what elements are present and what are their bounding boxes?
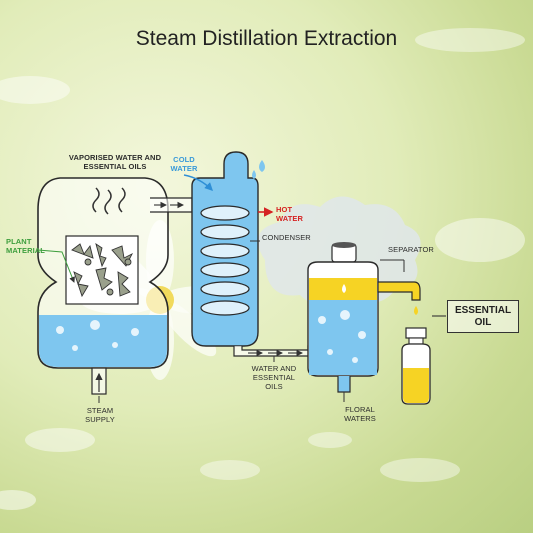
essential-oil-bottle	[401, 315, 446, 405]
label-cold-water: COLD WATER	[170, 155, 198, 173]
leader-lines	[37, 240, 405, 403]
label-separator: SEPARATOR	[388, 245, 434, 254]
label-essential-oil: ESSENTIAL OIL	[447, 300, 519, 333]
label-plant-material: PLANT MATERIAL	[6, 237, 45, 255]
label-steam-supply: STEAM SUPPLY	[85, 406, 115, 424]
separator-vessel	[307, 242, 421, 393]
vapour-pipe	[150, 197, 193, 213]
label-hot-water: HOT WATER	[276, 205, 304, 223]
condensate-pipe	[233, 345, 317, 357]
label-floral-waters: FLORAL WATERS	[344, 405, 376, 423]
distillation-still	[37, 177, 169, 395]
label-condenser: CONDENSER	[262, 233, 311, 242]
condenser-vessel	[183, 151, 274, 347]
label-vaporised-water: VAPORISED WATER AND ESSENTIAL OILS	[68, 153, 162, 171]
label-water-and-oils: WATER AND ESSENTIAL OILS	[251, 364, 297, 391]
diagram-title: Steam Distillation Extraction	[135, 27, 398, 50]
